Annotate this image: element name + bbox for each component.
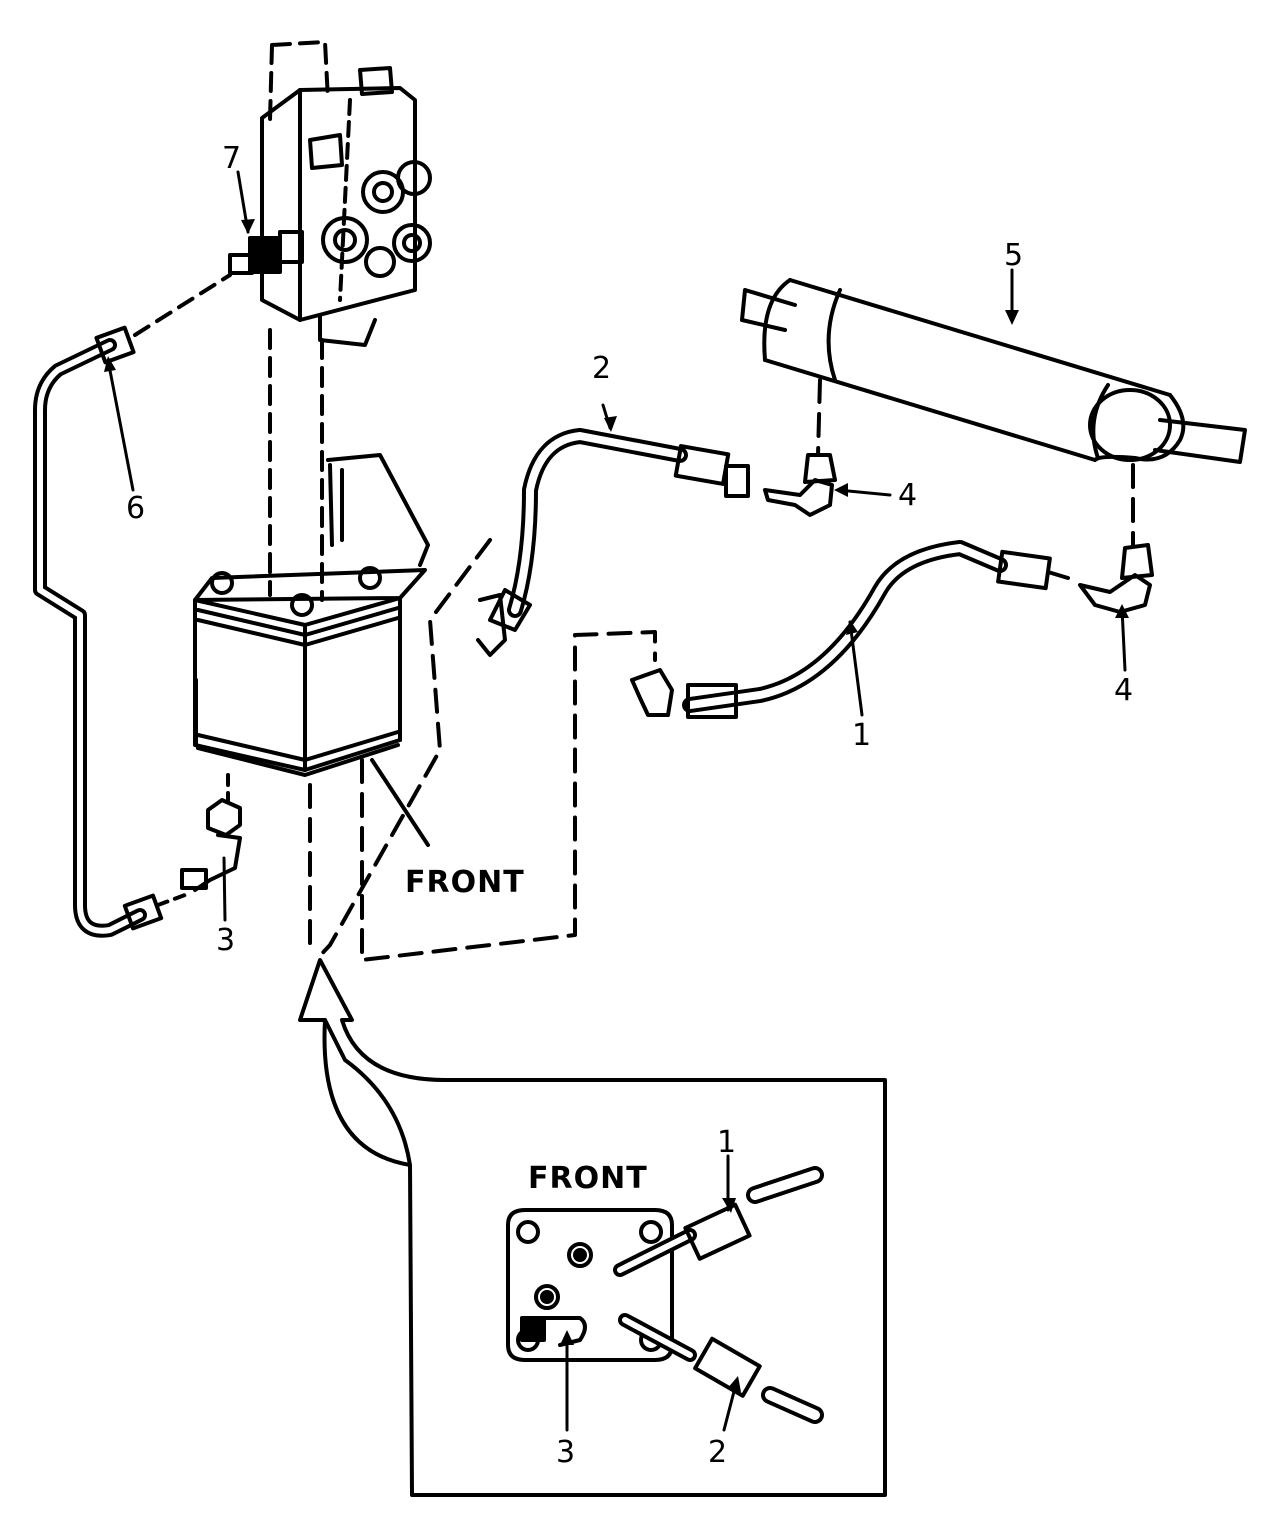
callout-2-inset: 2 xyxy=(708,1435,727,1470)
callout-4-lower: 4 xyxy=(1114,673,1133,708)
leader-lines xyxy=(106,170,1127,1432)
callout-3-inset: 3 xyxy=(556,1435,575,1470)
fitting-4-lower xyxy=(1078,543,1154,614)
callout-7: 7 xyxy=(222,141,241,176)
fitting-3 xyxy=(180,798,242,892)
column-guide-lines xyxy=(268,328,324,602)
hose-2 xyxy=(476,428,750,657)
callout-1-inset: 1 xyxy=(717,1125,736,1160)
fitting-4-upper xyxy=(763,453,837,517)
front-label-main: FRONT xyxy=(405,865,525,900)
callout-6: 6 xyxy=(126,491,145,526)
callout-4-upper: 4 xyxy=(898,478,917,513)
hose-1 xyxy=(630,540,1070,719)
inset-front-view xyxy=(506,1166,824,1424)
control-valve-assembly xyxy=(228,40,432,347)
callout-1-main: 1 xyxy=(852,718,871,753)
callout-3-main: 3 xyxy=(216,923,235,958)
cylinder-5 xyxy=(740,278,1247,464)
routing-lines xyxy=(308,378,1135,962)
fitting-7 xyxy=(228,230,304,275)
bracket xyxy=(326,453,430,567)
callout-2-main: 2 xyxy=(592,351,611,386)
front-view-arrow xyxy=(298,958,887,1497)
front-leader-main xyxy=(370,758,430,847)
reservoir-block xyxy=(193,566,427,777)
tube-6 xyxy=(33,325,164,938)
front-label-inset: FRONT xyxy=(528,1161,648,1196)
callout-labels: 7 5 2 4 4 1 6 3 1 3 2 FRONT FRONT xyxy=(126,141,1133,1470)
callout-5: 5 xyxy=(1004,238,1023,273)
